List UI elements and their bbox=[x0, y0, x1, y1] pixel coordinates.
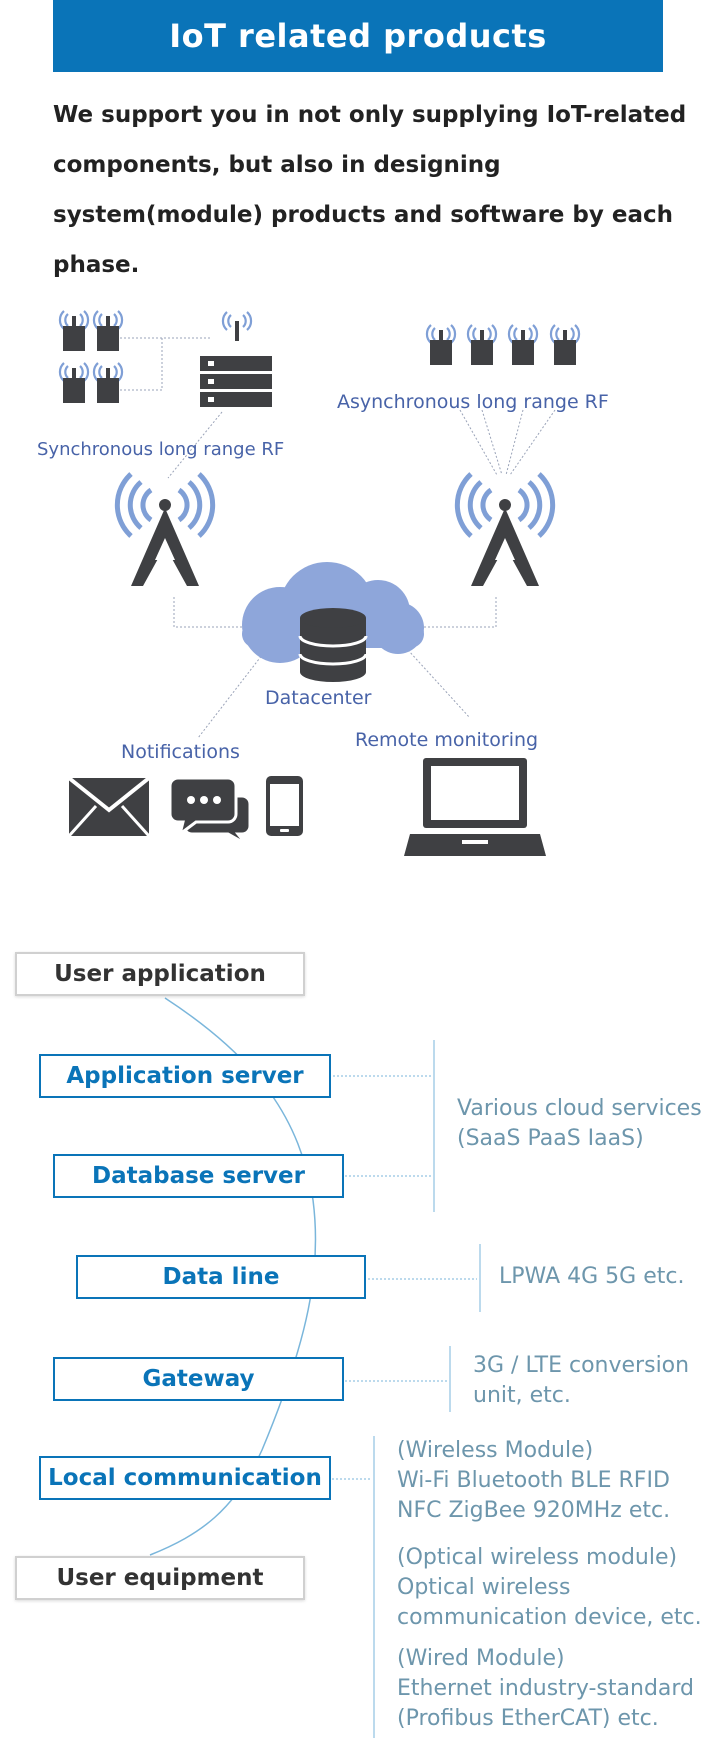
sensor-icon bbox=[92, 361, 124, 405]
application-server-box: Application server bbox=[39, 1054, 331, 1098]
smartphone-icon bbox=[266, 776, 303, 836]
sensor-icon bbox=[58, 309, 90, 353]
database-icon bbox=[298, 608, 368, 682]
local-communication-box: Local communication bbox=[39, 1456, 331, 1500]
wired-module-note: (Wired Module) Ethernet industry-standar… bbox=[397, 1646, 695, 1731]
remote-monitoring-label: Remote monitoring bbox=[355, 729, 538, 751]
radio-tower-icon bbox=[457, 474, 552, 586]
async-connection-lines bbox=[459, 409, 556, 476]
conversion-unit-note: 3G / LTE conversion unit, etc. bbox=[473, 1353, 690, 1408]
intro-text: We support you in not only supplying IoT… bbox=[53, 102, 687, 278]
sensor-icon bbox=[425, 323, 457, 367]
stack-guide-lines bbox=[332, 1040, 481, 1738]
gateway-server-icon bbox=[200, 311, 272, 407]
user-equipment-box: User equipment bbox=[15, 1556, 305, 1600]
sync-rf-label: Synchronous long range RF bbox=[37, 439, 284, 460]
gateway-box: Gateway bbox=[53, 1357, 344, 1401]
datacenter-label: Datacenter bbox=[265, 687, 372, 709]
sensor-icon bbox=[466, 323, 498, 367]
database-server-box: Database server bbox=[53, 1154, 344, 1198]
chat-icon bbox=[168, 776, 252, 846]
wireless-module-note: (Wireless Module) Wi-Fi Bluetooth BLE RF… bbox=[397, 1438, 671, 1523]
sensor-icon bbox=[92, 309, 124, 353]
notifications-label: Notifications bbox=[121, 741, 240, 763]
sensor-icon bbox=[507, 323, 539, 367]
mail-icon bbox=[67, 776, 151, 838]
sensor-icon bbox=[58, 361, 90, 405]
lpwa-note: LPWA 4G 5G etc. bbox=[499, 1264, 685, 1289]
sensor-connection-lines bbox=[120, 337, 223, 479]
optical-module-note: (Optical wireless module) Optical wirele… bbox=[397, 1545, 702, 1630]
laptop-icon bbox=[404, 758, 546, 856]
data-line-box: Data line bbox=[76, 1255, 366, 1299]
async-rf-label: Asynchronous long range RF bbox=[337, 391, 609, 413]
user-application-box: User application bbox=[15, 952, 305, 996]
radio-tower-icon bbox=[117, 474, 212, 586]
page-title: IoT related products bbox=[53, 0, 663, 72]
datacenter-connection-lines bbox=[173, 597, 497, 739]
sensor-icon bbox=[549, 323, 581, 367]
cloud-services-note: Various cloud services (SaaS PaaS IaaS) bbox=[457, 1096, 702, 1151]
